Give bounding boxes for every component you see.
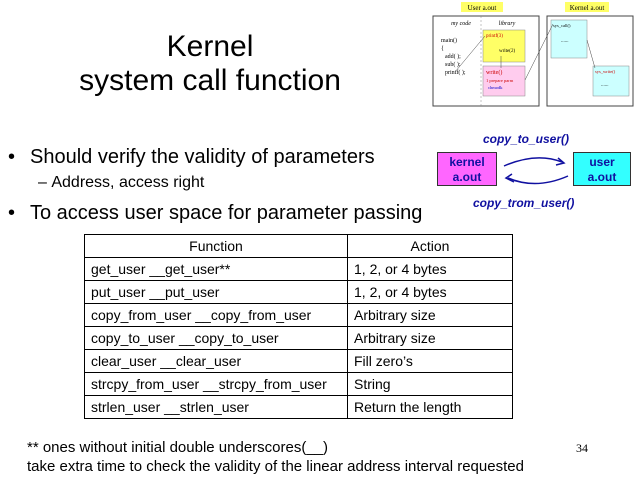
sys-write-box bbox=[592, 65, 630, 97]
function-cell: get_user __get_user** bbox=[84, 257, 348, 281]
function-cell: copy_from_user __copy_from_user bbox=[84, 303, 348, 327]
header-action: Action bbox=[347, 234, 513, 258]
dots-1: ...... bbox=[561, 39, 569, 44]
user-label-box bbox=[461, 2, 503, 12]
library-label: library bbox=[499, 21, 516, 27]
printf-box bbox=[482, 29, 526, 63]
function-cell: copy_to_user __copy_to_user bbox=[84, 326, 348, 350]
table-row: copy_to_user __copy_to_user Arbitrary si… bbox=[84, 326, 513, 350]
header-function: Function bbox=[84, 234, 348, 258]
kernel-label: Kernel a.out bbox=[570, 4, 605, 12]
slide-title: Kernel system call function bbox=[40, 30, 380, 98]
action-cell: 1, 2, or 4 bytes bbox=[347, 280, 513, 304]
function-cell: strlen_user __strlen_user bbox=[84, 395, 348, 419]
user-label: User a.out bbox=[468, 4, 497, 12]
kernel-aout-box: kernel a.out bbox=[437, 152, 497, 186]
write-box bbox=[482, 65, 526, 97]
bullet-1-text: Should verify the validity of parameters bbox=[30, 146, 375, 168]
user-aout-box: user a.out bbox=[573, 152, 631, 186]
action-cell: Fill zero’s bbox=[347, 349, 513, 373]
function-cell: strcpy_from_user __strcpy_from_user bbox=[84, 372, 348, 396]
title-line-1: Kernel bbox=[166, 30, 254, 63]
sub-bullet-text: Address, access right bbox=[51, 174, 205, 191]
arrow-to-kernel bbox=[507, 175, 569, 185]
sys-call-box bbox=[550, 19, 588, 59]
sys-call-label: sys_call() bbox=[553, 23, 571, 28]
table-header-row: Function Action bbox=[84, 234, 513, 258]
footnote-line-2: take extra time to check the validity of… bbox=[27, 458, 524, 475]
function-cell: clear_user __clear_user bbox=[84, 349, 348, 373]
sys-write-label: sys_write() bbox=[595, 69, 616, 74]
bullet-1: • Should verify the validity of parameter… bbox=[8, 145, 375, 169]
bullet-2: • To access user space for parameter pass… bbox=[8, 201, 422, 225]
action-cell: Arbitrary size bbox=[347, 326, 513, 350]
title-line-2: system call function bbox=[79, 64, 341, 97]
user-box-line-2: a.out bbox=[587, 170, 617, 184]
kernel-label-box bbox=[565, 2, 609, 12]
arrow-to-user bbox=[503, 157, 563, 167]
kernel-box-line-2: a.out bbox=[452, 170, 482, 184]
sub-bullet: – Address, access right bbox=[38, 173, 204, 193]
code-line-1: main() bbox=[441, 37, 457, 44]
dash-marker: – bbox=[38, 174, 47, 191]
code-line-2: { bbox=[441, 46, 444, 52]
write-label: write() bbox=[486, 69, 502, 76]
dispatch-line bbox=[586, 39, 596, 69]
my-code-label: my code bbox=[451, 21, 471, 27]
trap-line bbox=[524, 23, 554, 81]
page-number: 34 bbox=[576, 441, 588, 455]
action-cell: Return the length bbox=[347, 395, 513, 419]
chmodk-label: chmodk bbox=[488, 85, 503, 90]
table-row: strlen_user __strlen_user Return the len… bbox=[84, 395, 513, 419]
transfer-arrows bbox=[503, 157, 569, 185]
arrow-to-kernel-head bbox=[504, 173, 515, 183]
table-row: put_user __put_user 1, 2, or 4 bytes bbox=[84, 280, 513, 304]
table-row: clear_user __clear_user Fill zero’s bbox=[84, 349, 513, 373]
kernel-box-line-1: kernel bbox=[449, 155, 485, 169]
code-line-5: printf( ); bbox=[445, 69, 466, 76]
bullet-marker: • bbox=[8, 146, 16, 168]
action-cell: Arbitrary size bbox=[347, 303, 513, 327]
table-row: strcpy_from_user __strcpy_from_user Stri… bbox=[84, 372, 513, 396]
copy-to-user-label: copy_to_user() bbox=[483, 132, 570, 146]
code-line-4: sub( ); bbox=[445, 61, 461, 68]
dots-2: ...... bbox=[601, 83, 609, 88]
table-row: get_user __get_user** 1, 2, or 4 bytes bbox=[84, 257, 513, 281]
user-kernel-diagram: User a.out my code library main() { add(… bbox=[432, 2, 634, 107]
arrow-to-user-head bbox=[555, 157, 566, 166]
call-line-1 bbox=[454, 35, 486, 73]
bullet-2-text: To access user space for parameter passi… bbox=[30, 202, 423, 224]
function-cell: put_user __put_user bbox=[84, 280, 348, 304]
action-cell: 1, 2, or 4 bytes bbox=[347, 257, 513, 281]
prepare-label: 1 prepare parm bbox=[486, 78, 514, 83]
copy-from-user-label: copy_trom_user() bbox=[473, 196, 575, 210]
bullet-marker: • bbox=[8, 202, 16, 224]
write2-label: write(2) bbox=[499, 49, 515, 54]
code-line-3: add( ); bbox=[445, 53, 461, 60]
printf-label: printf(3) bbox=[486, 34, 503, 39]
user-box-line-1: user bbox=[589, 155, 615, 169]
action-cell: String bbox=[347, 372, 513, 396]
function-table: Function Action get_user __get_user** 1,… bbox=[84, 234, 513, 419]
table-row: copy_from_user __copy_from_user Arbitrar… bbox=[84, 303, 513, 327]
footnote-line-1: ** ones without initial double underscor… bbox=[27, 439, 329, 456]
